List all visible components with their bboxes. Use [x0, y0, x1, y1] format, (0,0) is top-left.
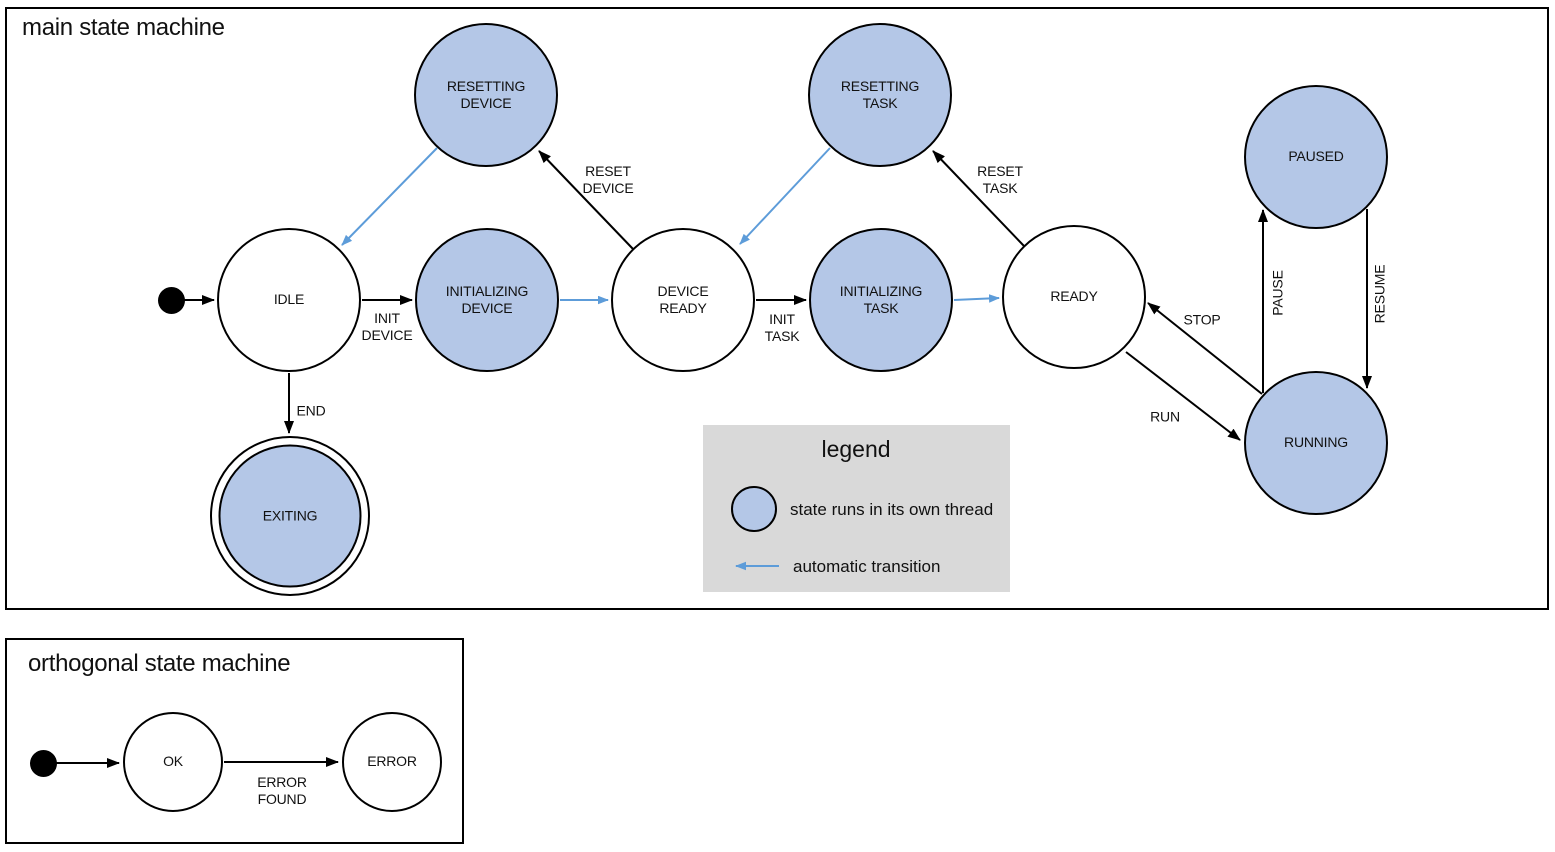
state-exiting: EXITING	[218, 444, 362, 588]
state-running: RUNNING	[1244, 371, 1388, 515]
init-task-label: INIT TASK	[764, 310, 800, 344]
state-ok: OK	[123, 712, 223, 812]
state-error: ERROR	[342, 712, 442, 812]
main-initial-state-dot	[158, 287, 185, 314]
resume-label: RESUME	[1371, 264, 1388, 324]
state-initializing-device: INITIALIZING DEVICE	[415, 228, 559, 372]
legend-threaded-state-label: state runs in its own thread	[790, 500, 994, 519]
reset-device-label: RESET DEVICE	[582, 162, 634, 196]
state-idle: IDLE	[217, 228, 361, 372]
error-found-label: ERROR FOUND	[257, 773, 307, 807]
legend-title: legend	[821, 436, 891, 462]
main-state-machine-title: main state machine	[22, 14, 225, 41]
state-ready: READY	[1002, 225, 1146, 369]
end-label: END	[296, 402, 326, 419]
state-device-ready: DEVICE READY	[611, 228, 755, 372]
reset-task-label: RESET TASK	[977, 162, 1023, 196]
orthogonal-state-machine-title: orthogonal state machine	[28, 650, 291, 677]
state-resetting-device: RESETTING DEVICE	[414, 23, 558, 167]
init-device-label: INIT DEVICE	[361, 309, 413, 343]
run-label: RUN	[1150, 408, 1180, 425]
orthogonal-initial-state-dot	[30, 750, 57, 777]
state-exiting-final-ring: EXITING	[210, 436, 370, 596]
legend-threaded-state-icon	[731, 486, 777, 532]
stop-label: STOP	[1183, 311, 1221, 328]
state-resetting-task: RESETTING TASK	[808, 23, 952, 167]
state-paused: PAUSED	[1244, 85, 1388, 229]
pause-label: PAUSE	[1269, 270, 1286, 316]
state-initializing-task: INITIALIZING TASK	[809, 228, 953, 372]
legend-automatic-transition-label: automatic transition	[793, 557, 941, 576]
